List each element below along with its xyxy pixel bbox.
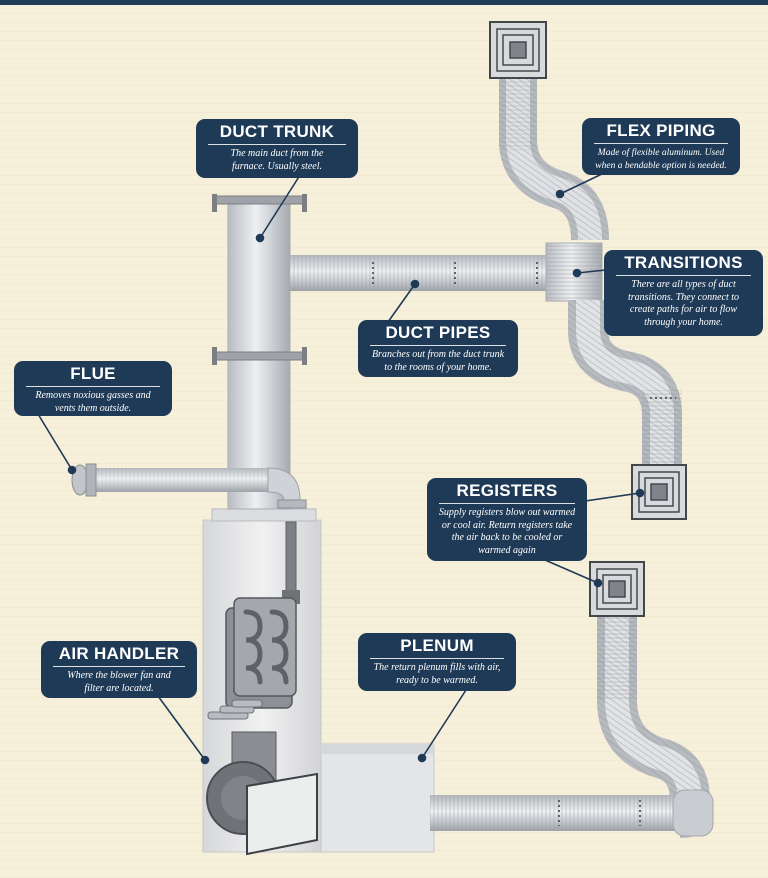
transitions-line4: through your home. (644, 316, 723, 328)
registers-rule (439, 503, 575, 504)
duct-trunk (212, 194, 307, 510)
leader-lines (37, 171, 645, 765)
register-top (489, 21, 547, 79)
flex-piping-line2: when a bendable option is needed. (595, 160, 727, 171)
callout-registers: REGISTERS Supply registers blow out warm… (427, 478, 587, 561)
plenum-description: The return plenum fills with air, ready … (358, 662, 516, 693)
flex-piping-title: FLEX PIPING (606, 121, 716, 140)
heat-exchanger (207, 521, 300, 720)
flex-piping-rule (594, 143, 728, 144)
plenum-box (320, 743, 435, 853)
registers-title: REGISTERS (456, 481, 558, 500)
flex-piping-description: Made of flexible aluminum. Used when a b… (582, 147, 740, 178)
return-duct (430, 598, 714, 838)
registers-description: Supply registers blow out warmed or cool… (427, 507, 587, 563)
duct-trunk-line2: furnace. Usually steel. (232, 160, 322, 172)
flue-line1: Removes noxious gasses and (35, 390, 151, 401)
flex-piping-line1: Made of flexible aluminum. Used (597, 148, 725, 158)
callout-transitions: TRANSITIONS There are all types of duct … (604, 250, 763, 336)
transitions-description: There are all types of duct transitions.… (604, 279, 763, 335)
register-lower (589, 561, 645, 617)
air-handler-description: Where the blower fan and filter are loca… (41, 670, 197, 701)
air-handler-line2: filter are located. (84, 682, 154, 694)
flex-pipe-upper (499, 70, 609, 241)
callout-flex-piping: FLEX PIPING Made of flexible aluminum. U… (582, 118, 740, 175)
transitions-rule (616, 275, 751, 276)
duct-pipes-description: Branches out from the duct trunk to the … (358, 349, 518, 380)
plenum-line2: ready to be warmed. (396, 674, 478, 686)
callout-flue: FLUE Removes noxious gasses and vents th… (14, 361, 172, 416)
duct-pipes-rule (370, 345, 506, 346)
callout-duct-trunk: DUCT TRUNK The main duct from the furnac… (196, 119, 358, 178)
blower-fan (206, 731, 318, 856)
registers-line3: the air back to be cooled or (451, 532, 563, 543)
duct-trunk-title: DUCT TRUNK (219, 122, 335, 141)
duct-pipes-line2: to the rooms of your home. (384, 361, 492, 373)
transitions-line1: There are all types of duct (631, 279, 736, 290)
callout-air-handler: AIR HANDLER Where the blower fan and fil… (41, 641, 197, 698)
flex-pipe-right (568, 300, 682, 470)
registers-line4: warmed again (478, 544, 536, 556)
transitions-title: TRANSITIONS (624, 253, 743, 272)
flue-title: FLUE (70, 364, 116, 383)
plenum-title: PLENUM (400, 636, 474, 655)
transitions-line3: create paths for air to flow (629, 304, 738, 315)
transitions-line2: transitions. They connect to (627, 291, 740, 303)
duct-pipes-title: DUCT PIPES (385, 323, 491, 342)
duct-pipes-line1: Branches out from the duct trunk (371, 349, 505, 360)
registers-line2: or cool air. Return registers take (441, 519, 573, 531)
registers-line1: Supply registers blow out warmed (438, 507, 576, 518)
flue-description: Removes noxious gasses and vents them ou… (14, 390, 172, 421)
air-handler-rule (53, 666, 185, 667)
plenum-line1: The return plenum fills with air, (373, 662, 501, 673)
top-border (0, 0, 768, 5)
duct-trunk-description: The main duct from the furnace. Usually … (196, 148, 358, 179)
duct-trunk-rule (208, 144, 346, 145)
flue-rule (26, 386, 160, 387)
flue-line2: vents them outside. (54, 402, 132, 414)
plenum-rule (370, 658, 504, 659)
air-handler-line1: Where the blower fan and (67, 670, 171, 681)
flue-pipe (71, 463, 307, 509)
duct-pipe-horizontal (290, 255, 550, 291)
callout-duct-pipes: DUCT PIPES Branches out from the duct tr… (358, 320, 518, 377)
callout-plenum: PLENUM The return plenum fills with air,… (358, 633, 516, 691)
air-handler-title: AIR HANDLER (58, 644, 180, 663)
duct-trunk-line1: The main duct from the (230, 148, 324, 159)
